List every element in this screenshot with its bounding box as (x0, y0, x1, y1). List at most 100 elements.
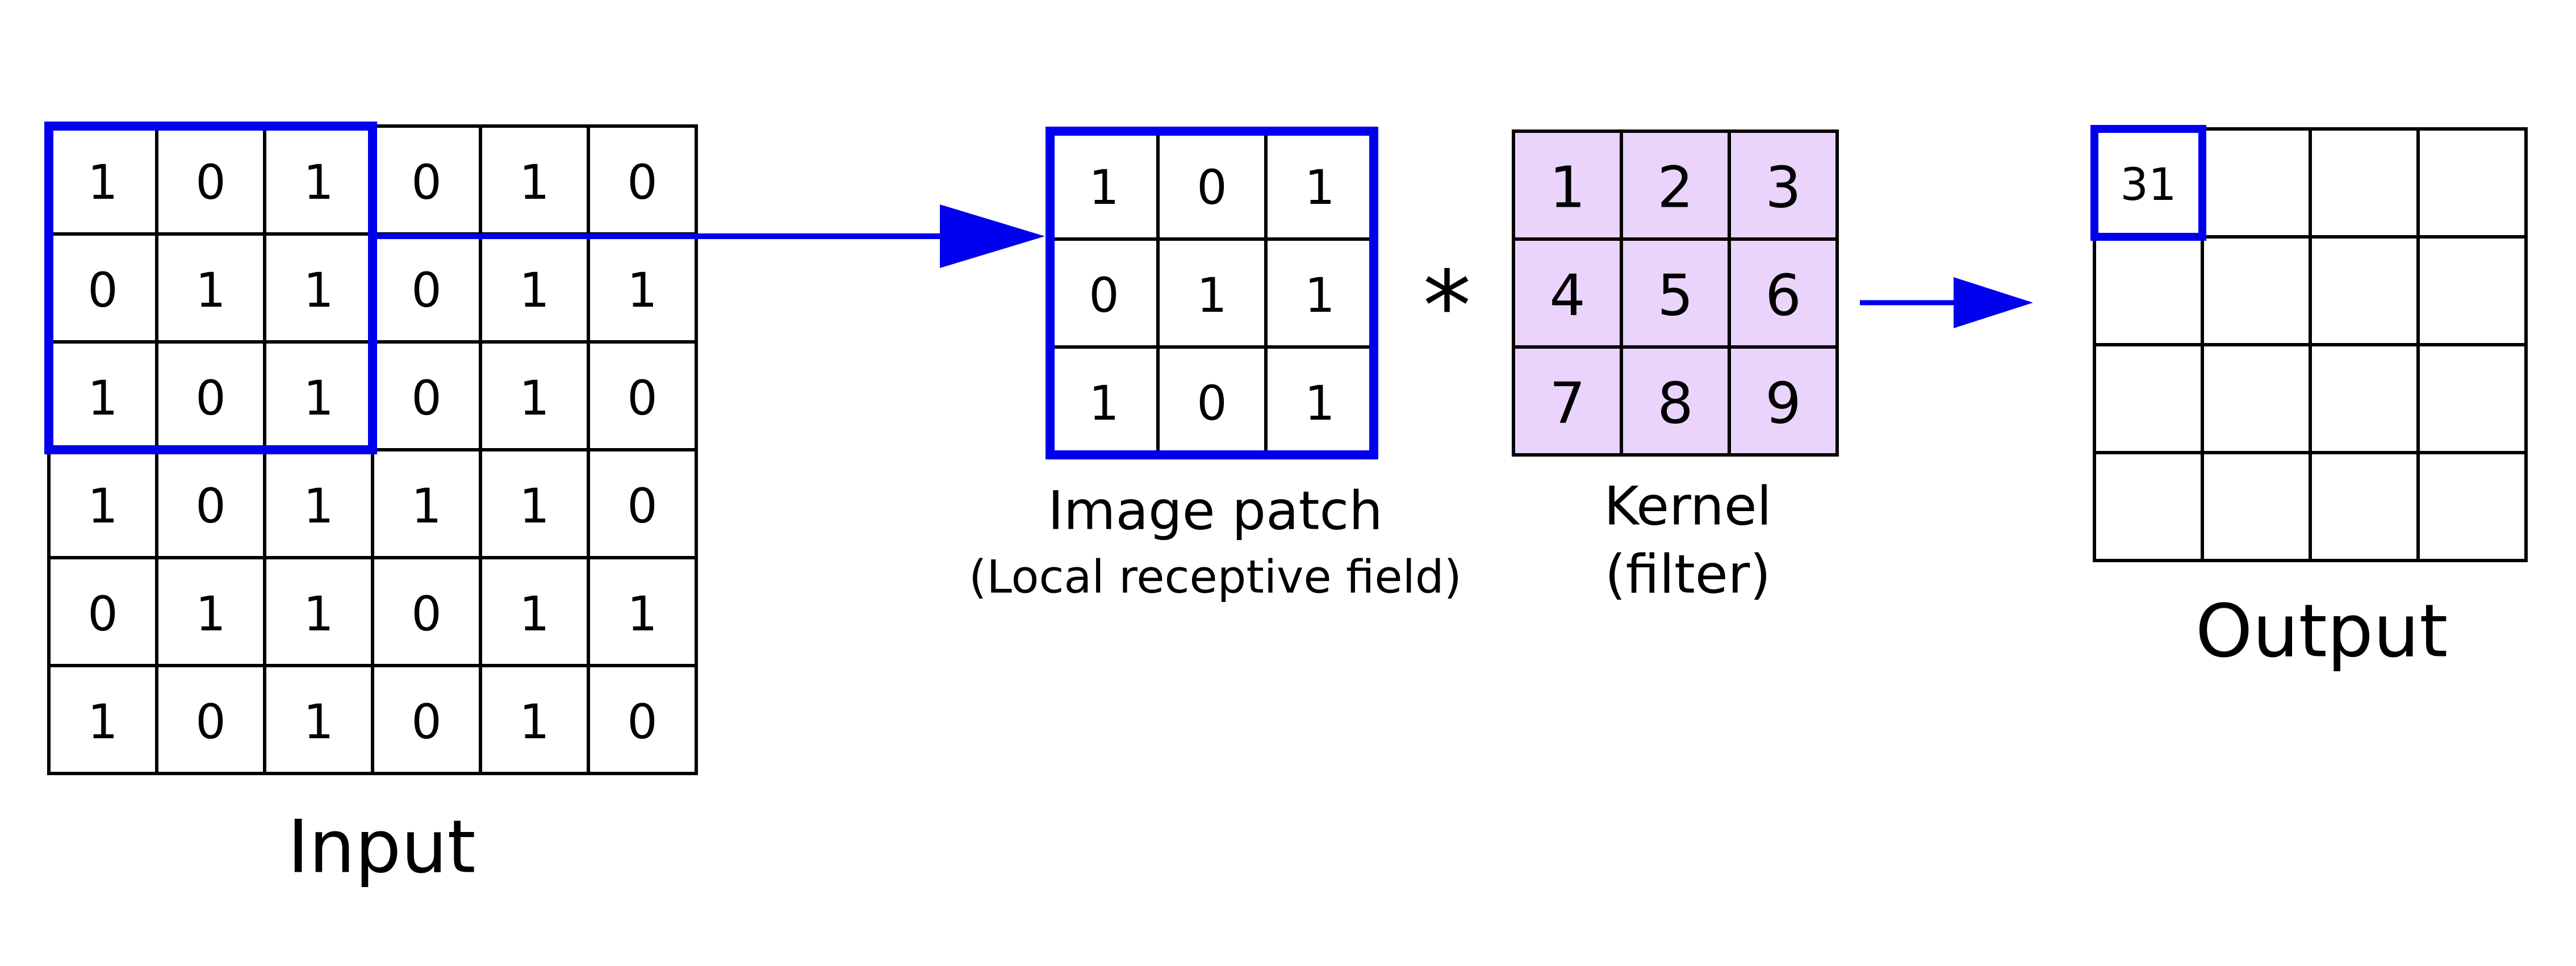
kernel-cell (1620, 345, 1731, 457)
input-cell (587, 232, 698, 344)
output-cell (2309, 343, 2420, 454)
input-cell (263, 556, 374, 667)
input-cell (155, 340, 266, 451)
input-cell (479, 556, 590, 667)
kernel-cell-value: 3 (1765, 154, 1801, 221)
patch-cell (1264, 129, 1375, 241)
patch-cell-value: 1 (1089, 160, 1119, 215)
input-cell-value: 1 (303, 262, 333, 318)
image-patch-subcaption: (Local receptive field) (969, 551, 1462, 604)
input-cell-value: 0 (627, 370, 657, 426)
patch-cell-value: 0 (1089, 267, 1119, 323)
patch-cell-value: 1 (1304, 160, 1335, 215)
convolution-operator: * (1423, 250, 1471, 363)
input-cell-value: 1 (303, 154, 333, 210)
input-cell (479, 664, 590, 775)
input-cell-value: 1 (519, 154, 549, 210)
input-cell-value: 1 (519, 478, 549, 534)
patch-highlight-border (1046, 127, 1378, 459)
output-cell (2416, 451, 2528, 562)
input-to-patch-arrow-head (940, 204, 1045, 268)
input-cell-value: 1 (627, 262, 657, 318)
output-cell (2201, 127, 2312, 239)
input-cell-value: 1 (87, 370, 118, 426)
output-cell (2093, 451, 2204, 562)
input-cell-value: 0 (627, 154, 657, 210)
input-cell-value: 0 (627, 694, 657, 750)
input-caption: Input (287, 805, 475, 890)
kernel-cell-value: 1 (1549, 154, 1586, 221)
input-cell-value: 0 (195, 154, 225, 210)
input-cell (47, 448, 158, 559)
input-cell-value: 0 (87, 262, 118, 318)
input-cell (587, 556, 698, 667)
input-cell-value: 1 (519, 694, 549, 750)
image-patch-caption: Image patch (1048, 480, 1383, 542)
kernel-cell-value: 7 (1549, 370, 1586, 437)
patch-cell (1156, 345, 1268, 457)
output-grid: 31 (2090, 125, 2528, 562)
patch-cell-value: 1 (1304, 375, 1335, 431)
input-cell-value: 1 (87, 154, 118, 210)
patch-cell (1048, 237, 1160, 349)
input-cell-value: 1 (519, 370, 549, 426)
output-caption: Output (2196, 589, 2448, 674)
input-cell-value: 1 (519, 262, 549, 318)
output-cell (2416, 127, 2528, 239)
kernel-cell (1728, 345, 1839, 457)
input-cell-value: 1 (519, 586, 549, 642)
input-cell-value: 1 (195, 586, 225, 642)
output-cell (2309, 235, 2420, 346)
output-cell (2309, 451, 2420, 562)
input-cell (371, 448, 482, 559)
output-cell (2416, 343, 2528, 454)
input-cell (479, 448, 590, 559)
kernel-cell-value: 9 (1765, 370, 1801, 437)
output-cell (2201, 235, 2312, 346)
patch-cell-value: 0 (1197, 375, 1227, 431)
input-cell-value: 0 (195, 370, 225, 426)
kernel-cell-value: 6 (1765, 262, 1801, 329)
input-cell-value: 1 (411, 478, 441, 534)
kernel-cell-value: 2 (1657, 154, 1693, 221)
input-cell-value: 1 (303, 478, 333, 534)
output-cell (2093, 235, 2204, 346)
kernel-cell (1728, 129, 1839, 241)
input-cell-value: 1 (303, 694, 333, 750)
kernel-cell-value: 5 (1657, 262, 1693, 329)
output-cell (2201, 451, 2312, 562)
input-cell (155, 448, 266, 559)
kernel-cell-value: 4 (1549, 262, 1586, 329)
input-cell-value: 0 (87, 586, 118, 642)
input-cell-value: 1 (303, 370, 333, 426)
output-cell (2201, 343, 2312, 454)
input-receptive-field-highlight (44, 122, 377, 454)
patch-cell-value: 0 (1197, 160, 1227, 215)
output-cell (2093, 343, 2204, 454)
input-cell (155, 232, 266, 344)
input-cell-value: 1 (87, 478, 118, 534)
kernel-to-output-arrow-head (1954, 277, 2033, 328)
input-cell-value: 1 (303, 586, 333, 642)
input-cell-value: 0 (195, 694, 225, 750)
patch-cell (1156, 237, 1268, 349)
input-cell-value: 0 (411, 154, 441, 210)
input-cell (587, 664, 698, 775)
input-cell (587, 340, 698, 451)
input-cell (155, 124, 266, 236)
input-cell (587, 448, 698, 559)
input-cell-value: 0 (411, 262, 441, 318)
input-cell-value: 0 (195, 478, 225, 534)
patch-cell-value: 1 (1304, 267, 1335, 323)
input-cell (479, 340, 590, 451)
input-cell-value: 0 (411, 370, 441, 426)
input-cell (371, 664, 482, 775)
output-cell (2416, 235, 2528, 346)
input-cell-value: 1 (195, 262, 225, 318)
kernel-subcaption: (filter) (1605, 544, 1771, 606)
kernel-cell (1620, 237, 1731, 349)
